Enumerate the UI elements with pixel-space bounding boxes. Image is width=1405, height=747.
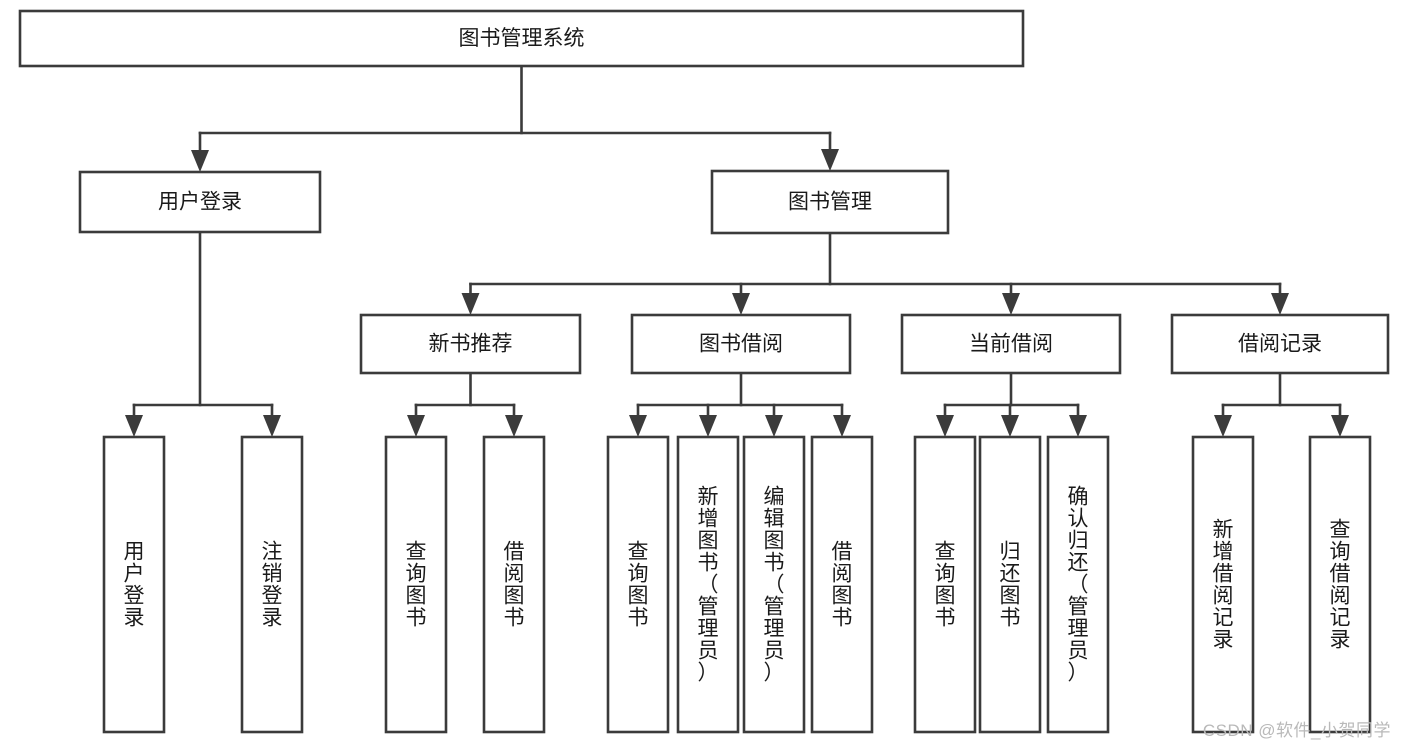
node-label: 用户登录	[158, 191, 242, 214]
node-label: 新书推荐	[429, 333, 513, 356]
arrow-head-icon	[1002, 293, 1020, 315]
node-label: 图书管理	[788, 191, 872, 214]
node-label: 注销登录	[262, 541, 283, 630]
node-box	[676, 435, 740, 734]
arrow-head-icon	[629, 415, 647, 437]
node-box	[810, 435, 874, 734]
connector-group-n_user_login	[125, 230, 281, 437]
node-n_records[interactable]: 借阅记录	[1170, 313, 1390, 375]
arrow-head-icon	[699, 415, 717, 437]
node-label: 新增图书（管理员）	[698, 486, 719, 685]
arrow-head-icon	[461, 293, 480, 315]
arrow-head-icon	[1271, 293, 1289, 315]
node-box	[913, 435, 977, 734]
node-box	[482, 435, 546, 734]
node-box	[240, 435, 304, 734]
node-l_cb_query[interactable]: 查询图书	[913, 435, 977, 734]
arrow-head-icon	[191, 150, 209, 172]
edge-layer	[125, 64, 1349, 437]
node-n_current[interactable]: 当前借阅	[900, 313, 1122, 375]
node-l_rc_query[interactable]: 查询借阅记录	[1308, 435, 1372, 734]
connector-group-n_current	[936, 371, 1087, 437]
node-box	[102, 435, 166, 734]
connector-group-n_borrow	[629, 371, 851, 437]
node-box	[1308, 435, 1372, 734]
node-label: 确认归还（管理员）	[1068, 486, 1089, 685]
node-label: 图书管理系统	[459, 27, 585, 50]
node-l_cb_confirm[interactable]: 确认归还（管理员）	[1046, 435, 1110, 734]
arrow-head-icon	[1214, 415, 1232, 437]
arrow-head-icon	[732, 293, 750, 315]
connector-group-n_new_book	[407, 371, 523, 437]
connector-group-n_records	[1214, 371, 1349, 437]
node-label: 查询借阅记录	[1330, 519, 1351, 652]
node-box	[900, 313, 1122, 375]
node-box	[630, 313, 852, 375]
node-box	[1191, 435, 1255, 734]
node-label: 图书借阅	[699, 333, 783, 356]
node-label: 编辑图书（管理员）	[764, 486, 785, 685]
node-label: 归还图书	[1000, 541, 1021, 630]
arrow-head-icon	[833, 415, 851, 437]
node-box	[359, 313, 582, 375]
node-l_bb_borrow[interactable]: 借阅图书	[810, 435, 874, 734]
node-box	[606, 435, 670, 734]
node-label: 用户登录	[124, 541, 145, 630]
arrow-head-icon	[1331, 415, 1349, 437]
node-box	[18, 9, 1025, 68]
arrow-head-icon	[263, 415, 281, 437]
connector-group-n_book_mgmt	[461, 231, 1289, 315]
node-box	[1046, 435, 1110, 734]
node-l_nb_borrow[interactable]: 借阅图书	[482, 435, 546, 734]
node-box	[384, 435, 448, 734]
arrow-head-icon	[1069, 415, 1087, 437]
node-box	[1170, 313, 1390, 375]
node-l_bb_edit[interactable]: 编辑图书（管理员）	[742, 435, 806, 734]
node-n_user_login[interactable]: 用户登录	[78, 170, 322, 234]
node-label: 查询图书	[935, 541, 956, 630]
node-l_bb_add[interactable]: 新增图书（管理员）	[676, 435, 740, 734]
node-root[interactable]: 图书管理系统	[18, 9, 1025, 68]
node-box	[710, 169, 950, 235]
arrow-head-icon	[505, 415, 523, 437]
connector-group-root	[191, 64, 839, 172]
node-label: 当前借阅	[969, 333, 1053, 356]
arrow-head-icon	[936, 415, 954, 437]
arrow-head-icon	[821, 149, 839, 171]
node-n_new_book[interactable]: 新书推荐	[359, 313, 582, 375]
node-label: 借阅图书	[504, 541, 525, 630]
node-n_borrow[interactable]: 图书借阅	[630, 313, 852, 375]
node-l_rc_add[interactable]: 新增借阅记录	[1191, 435, 1255, 734]
node-l_nb_query[interactable]: 查询图书	[384, 435, 448, 734]
node-label: 新增借阅记录	[1213, 519, 1234, 652]
node-label: 查询图书	[628, 541, 649, 630]
node-label: 借阅记录	[1238, 333, 1322, 356]
node-n_book_mgmt[interactable]: 图书管理	[710, 169, 950, 235]
node-l_user_login[interactable]: 用户登录	[102, 435, 166, 734]
node-box	[978, 435, 1042, 734]
node-label: 查询图书	[406, 541, 427, 630]
node-label: 借阅图书	[832, 541, 853, 630]
node-box	[742, 435, 806, 734]
arrow-head-icon	[765, 415, 783, 437]
arrow-head-icon	[1001, 415, 1019, 437]
arrow-head-icon	[125, 415, 143, 437]
node-l_bb_query[interactable]: 查询图书	[606, 435, 670, 734]
node-l_user_logout[interactable]: 注销登录	[240, 435, 304, 734]
watermark-text: CSDN @软件_小贺同学	[1202, 721, 1391, 740]
arrow-head-icon	[407, 415, 425, 437]
node-box	[78, 170, 322, 234]
node-l_cb_return[interactable]: 归还图书	[978, 435, 1042, 734]
node-layer: 图书管理系统用户登录图书管理新书推荐图书借阅当前借阅借阅记录用户登录注销登录查询…	[18, 9, 1390, 734]
